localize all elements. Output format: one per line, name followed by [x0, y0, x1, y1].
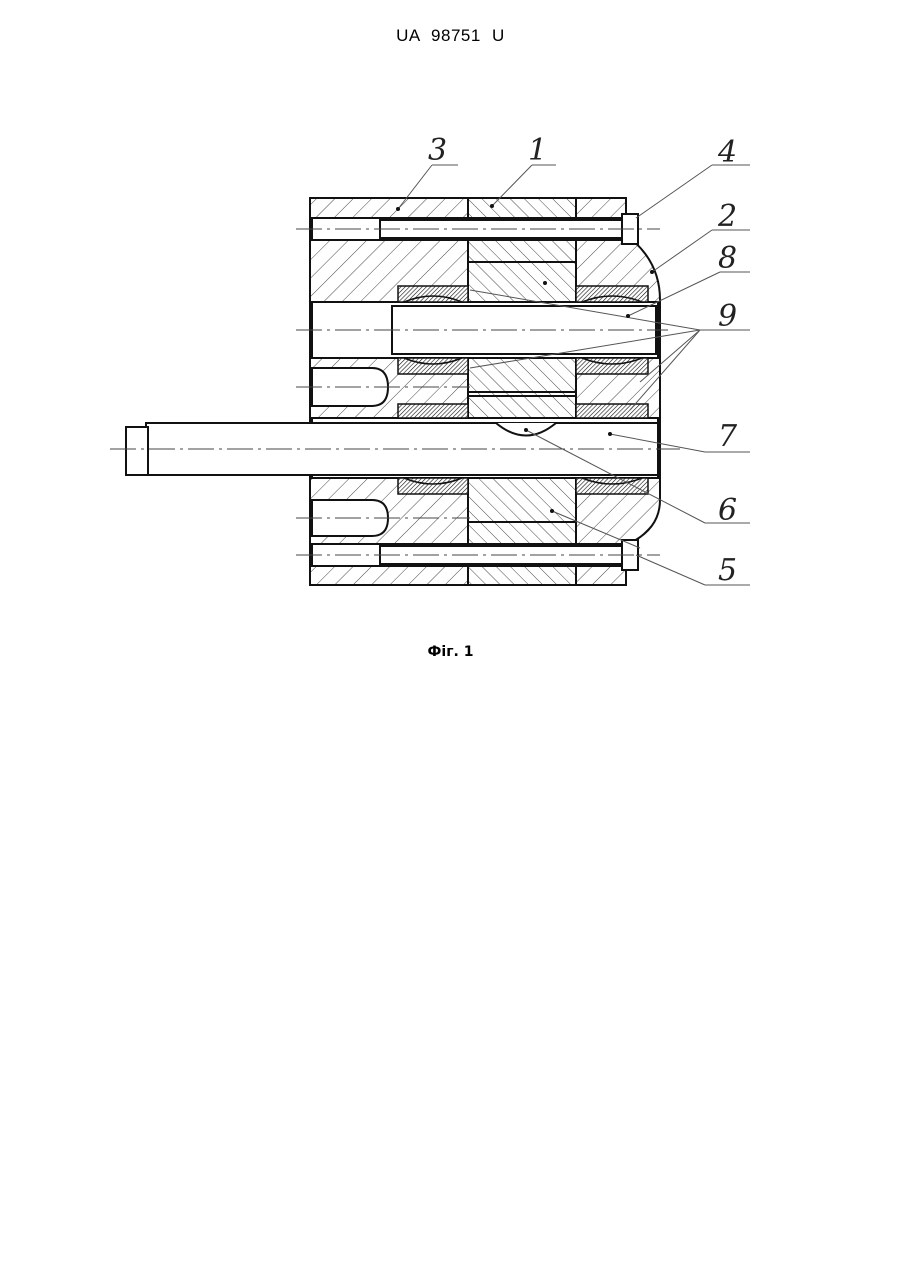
callout-5: 5 — [718, 553, 737, 588]
callout-9: 9 — [718, 299, 737, 334]
callout-6: 6 — [718, 493, 737, 528]
callout-3: 3 — [428, 133, 447, 168]
callout-1: 1 — [528, 133, 547, 168]
callout-7: 7 — [718, 419, 738, 454]
callout-4: 4 — [717, 135, 737, 170]
gears — [468, 262, 576, 522]
callout-8: 8 — [718, 241, 737, 276]
figure-caption: Фіг. 1 — [0, 644, 901, 660]
technical-drawing: 3 1 4 2 8 9 7 6 5 — [0, 0, 901, 700]
callout-2: 2 — [717, 199, 737, 234]
